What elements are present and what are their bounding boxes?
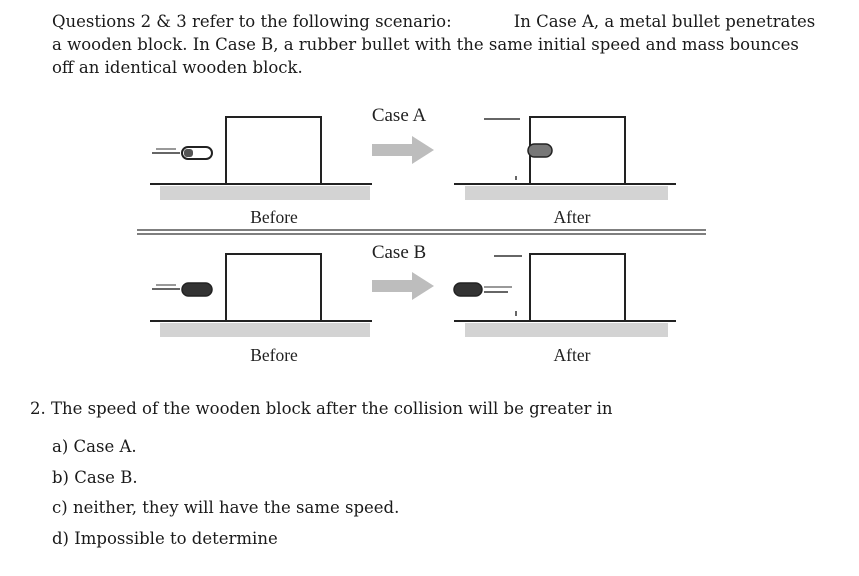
wooden-block (225, 116, 322, 185)
question-number: 2. (30, 399, 46, 418)
embedded-bullet-icon (527, 143, 553, 158)
rebounding-bullet-icon (453, 282, 512, 297)
question-2: 2. The speed of the wooden block after t… (30, 399, 613, 418)
scenario-text: In Case A, a metal bullet penetrates a w… (52, 12, 816, 77)
ground-shadow (160, 323, 370, 337)
option-d[interactable]: d) Impossible to determine (52, 528, 399, 559)
case-a-after-panel (454, 116, 676, 200)
after-label-bottom: After (554, 345, 591, 365)
before-label-top: Before (250, 207, 298, 227)
after-label-top: After (554, 207, 591, 227)
option-text: neither, they will have the same speed. (72, 498, 400, 517)
option-text: Impossible to determine (74, 528, 278, 548)
case-separator (137, 229, 706, 235)
case-b-after-panel (453, 253, 676, 337)
before-label-bottom: Before (250, 345, 298, 365)
wooden-block (225, 253, 322, 322)
option-b[interactable]: b) Case B. (52, 467, 399, 498)
option-c[interactable]: c) neither, they will have the same spee… (52, 497, 399, 528)
wooden-block (529, 253, 626, 322)
bullet-icon (152, 146, 213, 160)
option-letter: b) (52, 467, 69, 487)
option-letter: a) (52, 437, 69, 456)
ground-shadow (465, 323, 668, 337)
case-b-label: Case B (372, 242, 426, 263)
question-text: The speed of the wooden block after the … (51, 399, 613, 418)
option-letter: d) (52, 528, 69, 548)
case-a-arrow-icon (372, 136, 434, 164)
ground-shadow (465, 186, 668, 200)
option-a[interactable]: a) Case A. (52, 436, 399, 467)
option-text: Case A. (73, 437, 137, 456)
case-b-arrow-icon (372, 272, 434, 300)
scenario-intro: Questions 2 & 3 refer to the following s… (52, 10, 822, 79)
option-text: Case B. (74, 467, 138, 487)
bullet-icon (152, 282, 213, 297)
scenario-lead: Questions 2 & 3 refer to the following s… (52, 12, 452, 31)
answer-options: a) Case A. b) Case B. c) neither, they w… (52, 436, 399, 558)
option-letter: c) (52, 498, 68, 517)
case-b-before-panel (150, 253, 372, 337)
ground-shadow (160, 186, 370, 200)
case-a-label: Case A (372, 105, 427, 126)
case-a-before-panel (150, 116, 372, 200)
